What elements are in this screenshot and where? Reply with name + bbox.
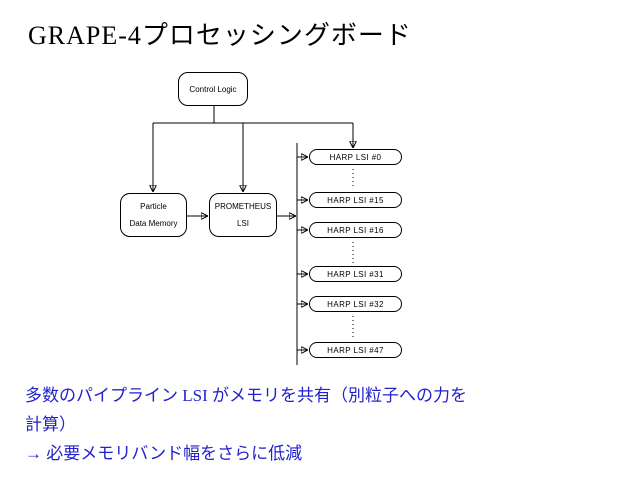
- harp-lsi-31-box: HARP LSI #31: [309, 266, 402, 282]
- harp-lsi-0-box: HARP LSI #0: [309, 149, 402, 165]
- particle-data-memory-box: Particle Data Memory: [120, 193, 187, 237]
- harp-lsi-15-label: HARP LSI #15: [327, 195, 384, 205]
- page-title: GRAPE-4プロセッシングボード: [28, 21, 412, 50]
- note-line-2: 計算）: [25, 415, 76, 434]
- harp-lsi-32-box: HARP LSI #32: [309, 296, 402, 312]
- harp-lsi-0-label: HARP LSI #0: [329, 152, 382, 162]
- harp-lsi-47-label: HARP LSI #47: [327, 345, 384, 355]
- prometheus-label-line1: PROMETHEUS: [214, 202, 272, 211]
- harp-lsi-47-box: HARP LSI #47: [309, 342, 402, 358]
- harp-lsi-16-label: HARP LSI #16: [327, 225, 384, 235]
- prometheus-label-line2: LSI: [236, 219, 249, 228]
- control-logic-label: Control Logic: [189, 84, 237, 94]
- control-logic-box: Control Logic: [178, 72, 248, 106]
- prometheus-lsi-box: PROMETHEUS LSI: [209, 193, 277, 237]
- particle-memory-label-line1: Particle: [140, 202, 167, 211]
- note-line-1: 多数のパイプライン LSI がメモリを共有（別粒子への力を: [25, 386, 467, 405]
- harp-lsi-16-box: HARP LSI #16: [309, 222, 402, 238]
- harp-lsi-15-box: HARP LSI #15: [309, 192, 402, 208]
- notes-text-block: 多数のパイプライン LSI がメモリを共有（別粒子への力を 計算） → 必要メモ…: [25, 381, 467, 468]
- harp-lsi-32-label: HARP LSI #32: [327, 299, 384, 309]
- harp-lsi-31-label: HARP LSI #31: [327, 269, 384, 279]
- note-line-3: → 必要メモリバンド幅をさらに低減: [25, 444, 303, 463]
- particle-memory-label-line2: Data Memory: [129, 219, 178, 228]
